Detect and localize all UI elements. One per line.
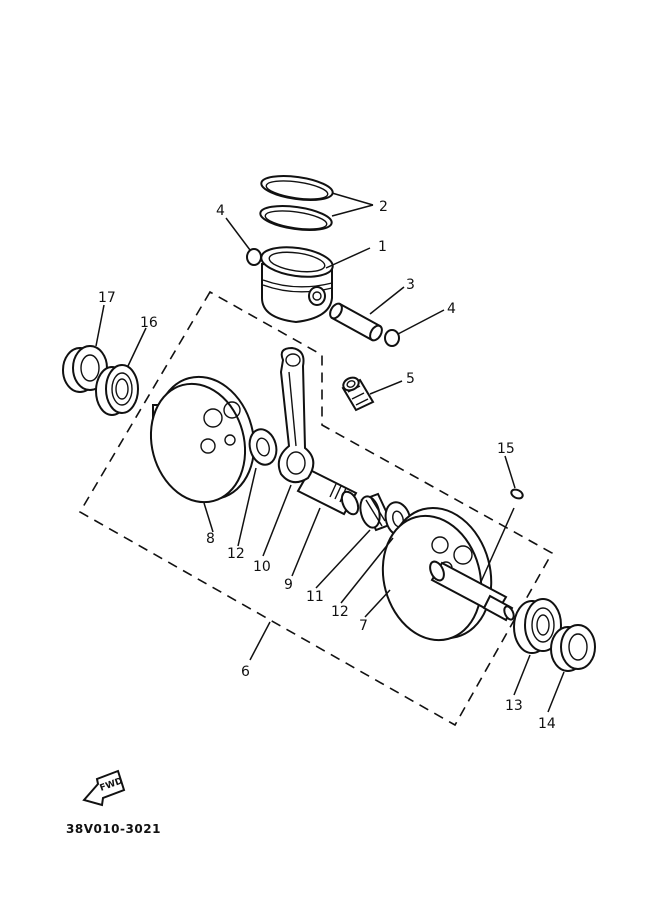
callout-label: 12 — [331, 604, 349, 620]
callout-label: 17 — [98, 290, 116, 306]
oil-seal-right — [550, 624, 596, 672]
callout-label: 16 — [140, 315, 158, 331]
crank-web-right — [381, 506, 515, 642]
forward-arrow-icon: FWD — [82, 769, 126, 807]
part-code: 38V010-3021 — [66, 822, 161, 836]
piston — [260, 246, 334, 324]
callout-label: 10 — [253, 559, 271, 575]
callout-label: 11 — [306, 589, 324, 605]
piston-pin-clip-left — [246, 248, 262, 266]
callout-label: 12 — [227, 546, 245, 562]
callout-label: 15 — [497, 441, 515, 457]
callout-label: 9 — [284, 577, 293, 593]
piston-pin-clip-right — [384, 329, 400, 347]
piston-pin — [329, 302, 383, 342]
bearing-right — [513, 598, 562, 654]
bearing-left — [95, 364, 139, 416]
small-end-bearing — [341, 376, 375, 412]
piston-rings — [259, 175, 334, 231]
callout-label: 5 — [406, 371, 415, 387]
woodruff-key — [510, 488, 524, 500]
callout-label: 7 — [359, 618, 368, 634]
callout-label: 2 — [379, 199, 388, 215]
callout-label: 1 — [378, 239, 387, 255]
thrust-washer-left — [248, 428, 278, 466]
callout-numbers: 1 2 3 4 4 5 6 7 8 9 10 11 12 12 13 14 15… — [98, 199, 556, 732]
leader-lines — [95, 192, 565, 713]
callout-label: 3 — [406, 277, 415, 293]
callout-label: 4 — [216, 203, 225, 219]
callout-label: 14 — [538, 716, 556, 732]
crank-assembly-boundary — [78, 290, 554, 727]
callout-label: 8 — [206, 531, 215, 547]
callout-label: 13 — [505, 698, 523, 714]
callout-label: 4 — [447, 301, 456, 317]
crank-pin — [296, 468, 360, 516]
connecting-rod — [277, 346, 315, 484]
callout-label: 6 — [241, 664, 250, 680]
crank-web-left — [149, 375, 256, 504]
